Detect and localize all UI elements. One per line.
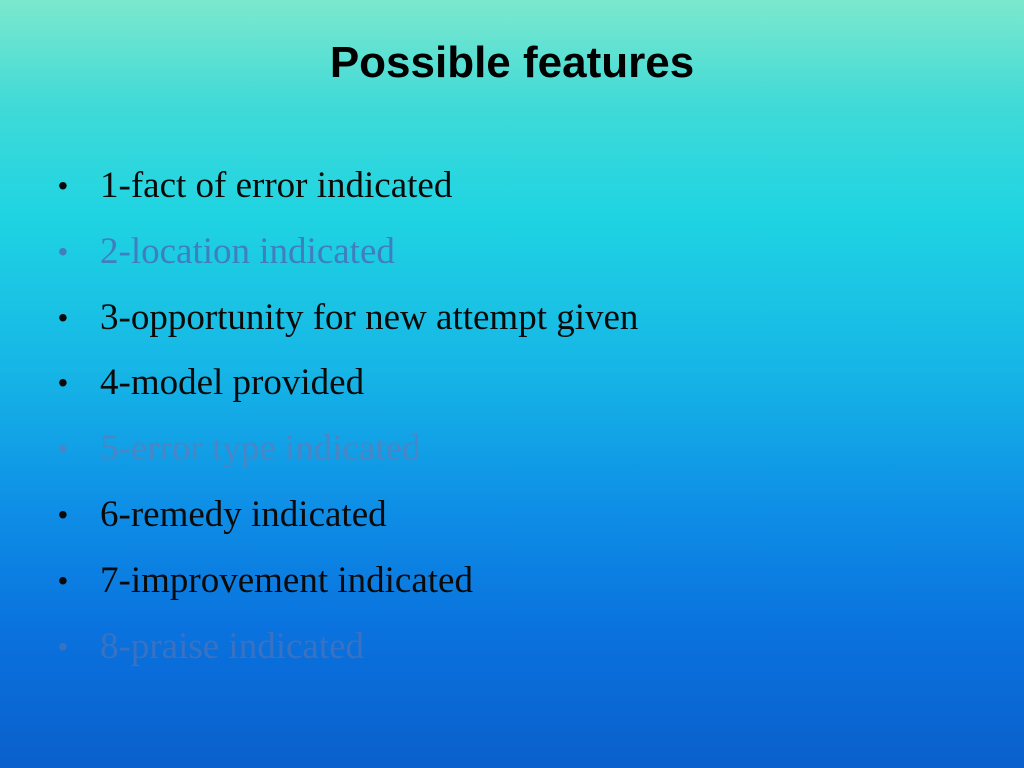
slide-title: Possible features: [329, 38, 695, 87]
bullet-dot-icon: •: [58, 630, 68, 662]
bullet-text: 5-error type indicated: [100, 428, 421, 470]
bullet-dot-icon: •: [58, 301, 68, 333]
bullet-text: 4-model provided: [100, 362, 365, 404]
bullet-item-6: • 6-remedy indicated: [58, 482, 978, 548]
bullet-text: 8-praise indicated: [100, 625, 365, 667]
bullet-item-3: • 3-opportunity for new attempt given: [58, 285, 978, 351]
bullet-text: 7-improvement indicated: [100, 559, 473, 601]
bullet-text: 1-fact of error indicated: [100, 165, 453, 206]
bullet-dot-icon: •: [58, 235, 68, 267]
bullet-dot-icon: •: [58, 433, 68, 465]
bullet-dot-icon: •: [58, 498, 68, 530]
bullet-dot-icon: •: [58, 367, 68, 399]
bullet-dot-icon: •: [58, 170, 68, 201]
bullet-item-7: • 7-improvement indicated: [58, 548, 978, 614]
bullet-text: 2-location indicated: [100, 230, 395, 272]
bullet-item-5: • 5-error type indicated: [58, 416, 978, 482]
bullet-text: 6-remedy indicated: [100, 493, 387, 535]
bullet-item-1: • 1-fact of error indicated: [58, 153, 978, 219]
bullet-item-8: • 8-praise indicated: [58, 614, 978, 680]
bullet-text: 3-opportunity for new attempt given: [100, 296, 639, 338]
bullet-list: • 1-fact of error indicated • 2-location…: [58, 153, 978, 679]
bullet-dot-icon: •: [58, 564, 68, 596]
bullet-item-4: • 4-model provided: [58, 350, 978, 416]
bullet-item-2: • 2-location indicated: [58, 219, 978, 285]
